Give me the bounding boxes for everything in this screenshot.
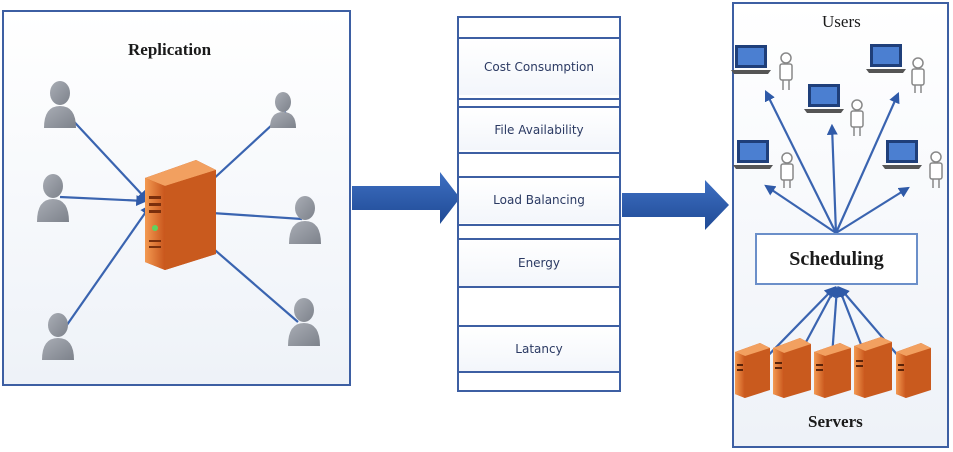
server-icon-5 xyxy=(896,343,931,398)
user-links xyxy=(764,90,910,234)
row-divider xyxy=(459,152,619,154)
servers-title: Servers xyxy=(808,412,863,431)
laptop-icon-3 xyxy=(866,44,906,73)
users-title: Users xyxy=(822,12,861,31)
link-user2 xyxy=(59,195,148,207)
feature-cost-consumption: Cost Consumption xyxy=(459,39,619,95)
server-icon-3 xyxy=(814,343,851,398)
feature-latancy: Latancy xyxy=(459,327,619,371)
user-person-icon-3 xyxy=(911,57,925,93)
server-icon-4 xyxy=(854,337,892,398)
row-divider xyxy=(459,325,619,327)
server-icon-1 xyxy=(735,343,770,398)
server-icon-central xyxy=(145,160,216,270)
laptop-icon-4 xyxy=(733,140,773,169)
link-user1 xyxy=(64,111,149,202)
laptop-icon-5 xyxy=(882,140,922,169)
laptop-icon-1 xyxy=(731,45,771,74)
server-icon-2 xyxy=(773,338,811,398)
row-divider xyxy=(459,37,619,39)
person-icon-6 xyxy=(288,298,320,346)
user-person-icon-1 xyxy=(779,52,793,90)
features-column: Cost Consumption File Availability Load … xyxy=(457,16,621,392)
person-icon-1 xyxy=(44,81,76,128)
arrow-to-scheduling xyxy=(622,180,729,230)
person-icon-2 xyxy=(37,174,69,222)
row-divider xyxy=(459,176,619,178)
feature-energy: Energy xyxy=(459,240,619,286)
feature-load-balancing: Load Balancing xyxy=(459,178,619,223)
person-icon-4 xyxy=(270,92,296,128)
row-divider xyxy=(459,238,619,240)
user-person-icon-4 xyxy=(780,152,794,188)
replication-title: Replication xyxy=(128,40,212,59)
person-icon-3 xyxy=(42,313,74,360)
person-icon-5 xyxy=(289,196,321,244)
link-user3 xyxy=(61,204,152,333)
feature-file-availability: File Availability xyxy=(459,108,619,150)
scheduling-box: Scheduling xyxy=(755,233,918,285)
user-person-icon-5 xyxy=(929,151,943,188)
row-divider xyxy=(459,286,619,288)
row-divider xyxy=(459,224,619,226)
row-divider xyxy=(459,98,619,100)
row-divider xyxy=(459,371,619,373)
laptop-icon-2 xyxy=(804,84,844,113)
arrow-to-features xyxy=(352,172,460,224)
user-person-icon-2 xyxy=(850,99,864,136)
row-divider xyxy=(459,106,619,108)
